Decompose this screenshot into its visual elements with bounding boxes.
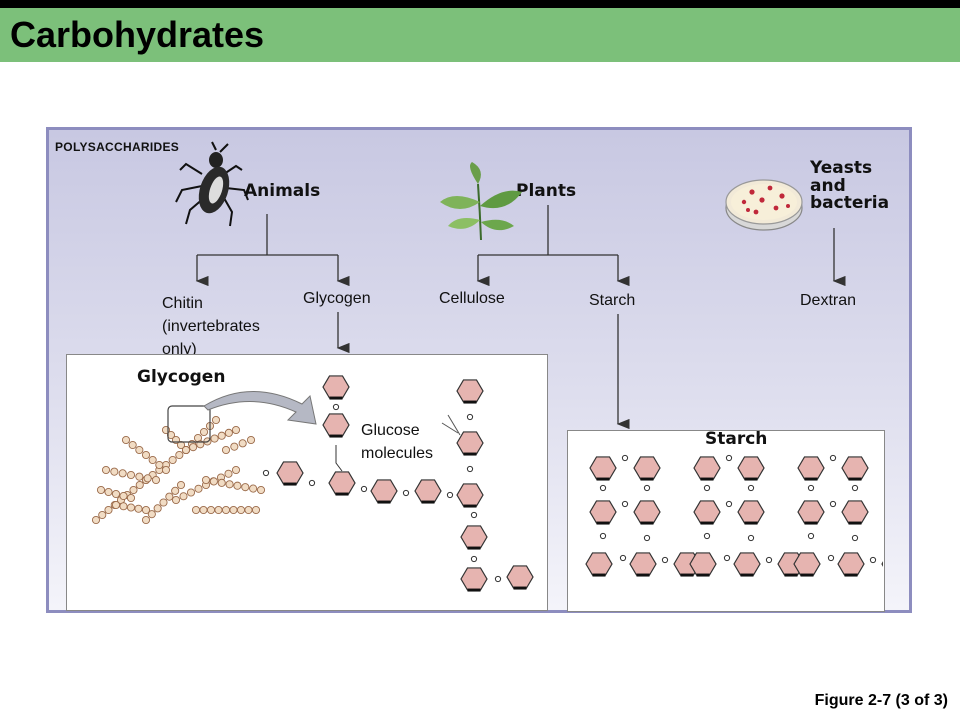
glucose-line: Glucose — [361, 422, 420, 439]
glycogen-box-title: Glycogen — [137, 367, 226, 387]
animals-label: Animals — [244, 181, 321, 201]
petri-dish-icon — [725, 179, 803, 231]
molecules-line: molecules — [361, 445, 434, 462]
glucose-molecules-label: Glucose molecules — [361, 419, 433, 465]
figure-caption: Figure 2-7 (3 of 3) — [814, 692, 948, 709]
chitin-note-line-2: only) — [162, 341, 197, 358]
page-title: Carbohydrates — [10, 14, 265, 55]
chitin-note-line: (invertebrates — [162, 318, 260, 335]
glycogen-label: Glycogen — [303, 290, 371, 307]
top-border — [0, 0, 960, 8]
cellulose-label: Cellulose — [439, 290, 505, 307]
chitin-label: Chitin (invertebrates only) — [162, 292, 260, 361]
section-label: POLYSACCHARIDES — [55, 140, 180, 154]
yeasts-bacteria-label: Yeasts and bacteria — [810, 159, 889, 213]
dextran-label: Dextran — [800, 292, 857, 309]
yeasts-label-line: Yeasts — [810, 158, 873, 178]
bacteria-label-line: bacteria — [810, 193, 890, 213]
starch-box-title: Starch — [705, 429, 768, 449]
beetle-icon — [175, 141, 249, 227]
title-bar: Carbohydrates — [0, 8, 960, 62]
starch-chain-illustration — [585, 454, 883, 577]
chitin-line: Chitin — [162, 295, 203, 312]
zoom-arrow-icon — [167, 391, 317, 443]
plant-leaf-icon — [440, 162, 522, 241]
glycogen-chain-illustration — [262, 375, 534, 592]
plants-label: Plants — [516, 181, 577, 201]
starch-label: Starch — [589, 292, 636, 309]
and-label-line: and — [810, 176, 846, 196]
